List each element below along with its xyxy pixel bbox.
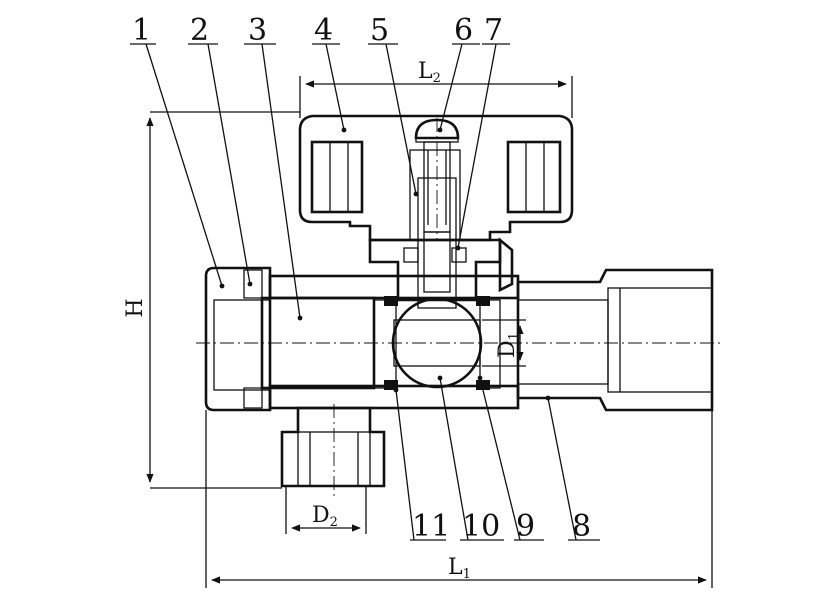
dimension-L1: L1 (205, 410, 713, 588)
center-lines (196, 342, 722, 498)
callout-11: 11 (412, 509, 450, 544)
dimension-L2-label: L2 (418, 59, 441, 86)
dimension-H-label: H (123, 298, 148, 317)
leader-lines (130, 43, 600, 541)
dimension-L1-label: L1 (448, 555, 471, 582)
dimension-L2: L2 (299, 59, 573, 118)
handle (298, 114, 574, 242)
handle-screw (414, 118, 460, 240)
callout-8: 8 (572, 509, 591, 544)
callout-10: 10 (462, 509, 500, 544)
bonnet (368, 237, 514, 302)
callout-labels: 1 2 3 4 5 6 7 11 10 9 8 (132, 13, 591, 544)
dimension-D1: D1 (482, 319, 526, 367)
callout-6: 6 (454, 13, 473, 48)
callout-5: 5 (370, 13, 389, 48)
callout-2: 2 (190, 13, 209, 48)
dimension-D2-label: D2 (312, 503, 338, 530)
dimension-D2: D2 (285, 486, 367, 534)
callout-1: 1 (132, 13, 151, 48)
dimension-H: H (123, 111, 300, 489)
callout-7: 7 (484, 13, 503, 48)
callout-3: 3 (248, 13, 267, 48)
callout-4: 4 (314, 13, 333, 48)
callout-9: 9 (516, 509, 535, 544)
dimension-D1-label: D1 (495, 332, 522, 358)
stem (417, 177, 457, 309)
